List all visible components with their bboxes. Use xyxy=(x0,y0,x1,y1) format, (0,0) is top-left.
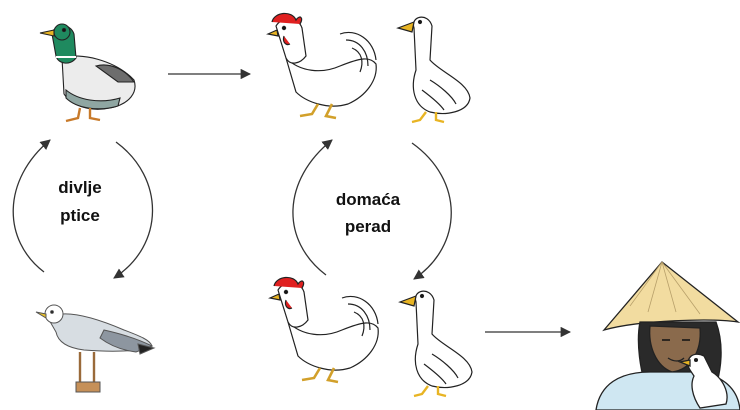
domestic-poultry-label-line1: domaća xyxy=(335,190,401,209)
wild-cycle-left-arrow xyxy=(12,139,51,273)
white-duck-icon xyxy=(398,290,473,398)
wild-cycle-right-arrow xyxy=(113,141,154,279)
rooster-icon xyxy=(266,12,377,120)
domestic-cycle-left-arrow xyxy=(292,139,333,276)
white-duck-icon xyxy=(396,16,471,124)
wild-birds-label-line2: ptice xyxy=(60,206,100,225)
domestic-poultry-label-line2: perad xyxy=(344,217,392,236)
domestic-cycle-right-arrow xyxy=(411,142,452,280)
seagull-icon xyxy=(35,304,156,393)
mallard-duck-icon xyxy=(39,23,136,123)
wild-birds-label-line1: divlje xyxy=(58,178,102,197)
woman-with-duck-icon xyxy=(595,261,740,410)
rooster-icon xyxy=(268,276,379,384)
